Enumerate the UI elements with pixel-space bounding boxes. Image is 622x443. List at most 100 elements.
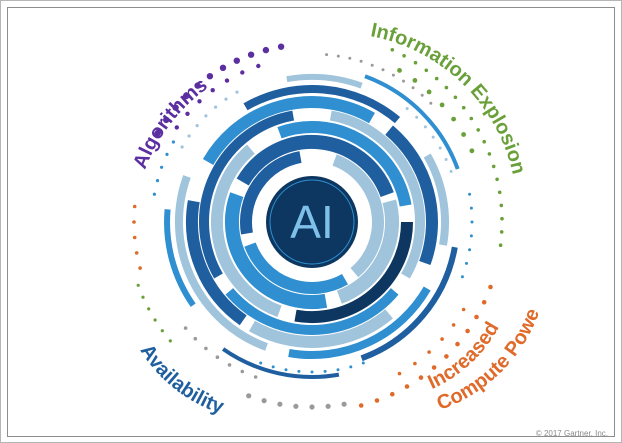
decorative-dot [359,59,363,63]
ring-segment [164,209,196,307]
decorative-dot [240,70,245,75]
decorative-dot [427,350,431,354]
ai-center-circle [266,176,358,268]
ring-segment [186,200,247,326]
decorative-dot [499,203,504,208]
decorative-dot [247,51,255,58]
decorative-dot [469,116,474,121]
ring-segments [164,74,460,379]
copyright-text: © 2017 Gartner, Inc. [535,429,608,438]
ring-segment [210,144,282,317]
decorative-dot [455,341,460,347]
decorative-dot [168,339,172,343]
decorative-dot [141,295,145,299]
ring-segment [224,192,328,310]
decorative-dot [219,64,227,72]
decorative-dot [197,99,202,104]
label-availability-text: Availability [136,340,228,418]
decorative-dot [325,53,329,57]
decorative-dot [182,92,190,100]
decorative-dot [163,116,170,124]
ring-segment [244,242,348,294]
decorative-dot [397,68,402,73]
ring-segment [360,246,458,362]
decorative-dot [429,101,433,105]
decorative-dot [381,68,385,72]
ring-segment [286,74,363,89]
decorative-dot [215,355,220,360]
slide-border [7,7,615,437]
ring-segment [221,347,340,379]
decorative-dot [397,371,402,376]
decorative-dot [431,135,435,139]
decorative-dot [498,243,503,247]
decorative-dot [469,206,473,210]
decorative-dot [174,125,179,130]
decorative-dot [253,375,258,379]
label-algorithms: Algorithms [129,74,211,172]
decorative-dot [147,307,151,311]
decorative-dot [499,230,504,234]
decorative-dot [481,300,487,305]
decorative-dot [468,248,472,252]
decorative-dot [451,323,456,327]
decorative-dot [136,283,140,287]
decorative-dot [336,54,340,58]
decorative-dot [246,393,252,399]
decorative-dot [348,56,352,60]
decorative-dot [361,361,365,365]
decorative-dot [390,48,395,52]
decorative-dot [431,365,437,370]
ring-segment [249,309,393,348]
decorative-dot [183,326,188,330]
decorative-dot [152,192,156,196]
decorative-dot [233,57,240,64]
decorative-dot [453,95,458,100]
ring-segment [336,199,400,304]
decorative-dot [309,404,315,410]
decorative-dot [224,97,228,101]
decorative-dot [224,78,230,83]
decorative-dot [323,369,327,373]
decorative-dot [134,251,139,255]
decorative-dot [482,139,487,144]
decorative-dot [204,114,208,118]
ring-segment [294,221,413,324]
decorative-dot [465,261,468,265]
decorative-dot [474,314,479,320]
decorative-dot [180,145,184,149]
ring-segment [202,96,375,166]
decorative-dot [262,46,270,54]
decorative-dot [277,401,283,407]
ring-segment [288,286,431,359]
decorative-dot [138,266,142,270]
decorative-dot [154,129,161,137]
decorative-dot [497,190,502,195]
decorative-dot [424,68,429,73]
decorative-dot [413,361,417,366]
decorative-dot [195,124,199,128]
decorative-dot [374,398,380,403]
decorative-dot [420,93,424,97]
decorative-dot [235,90,239,94]
decorative-dot [358,403,364,408]
decorative-dot [438,146,442,150]
dot-arcs [132,43,504,410]
decorative-dot [451,116,456,122]
decorative-dot [444,354,449,359]
decorative-dot [206,73,214,80]
decorative-dot [336,368,340,372]
decorative-dot [415,115,419,119]
decorative-dot [426,89,432,95]
ring-segment [243,85,401,124]
decorative-dot [293,403,299,409]
decorative-dot [423,125,427,129]
decorative-dot [444,85,449,90]
decorative-dot [193,336,198,341]
decorative-dot [160,329,164,333]
decorative-dot [434,76,439,81]
decorative-dot [461,132,466,137]
decorative-dot [488,284,493,290]
decorative-dot [325,403,331,409]
